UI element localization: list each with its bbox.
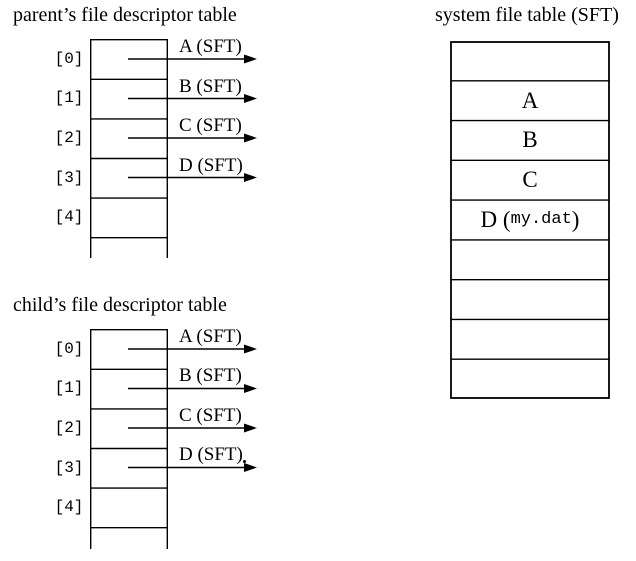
- sft-title: system file table (SFT): [435, 4, 619, 26]
- sft-row-5: [450, 240, 610, 280]
- parent-arrow-label-0: A (SFT): [179, 36, 242, 57]
- stray-mark: [243, 460, 246, 463]
- parent-arrow-2-icon: [128, 133, 257, 143]
- parent-arrow-label-1: B (SFT): [179, 76, 242, 97]
- child-slot-index-3: [3]: [54, 459, 84, 477]
- sft-row-3-label: C: [522, 167, 538, 193]
- child-slot-index-4: [4]: [54, 498, 84, 516]
- sft-row-4-label-suffix: ): [571, 206, 580, 232]
- parent-table-title: parent’s file descriptor table: [13, 4, 237, 26]
- parent-fd-table-grid: [89, 39, 169, 258]
- child-arrow-label-1: B (SFT): [179, 365, 242, 386]
- parent-arrow-label-2: C (SFT): [179, 115, 242, 136]
- child-slot-index-1: [1]: [54, 379, 84, 397]
- sft-row-0: [450, 41, 610, 81]
- child-arrow-label-2: C (SFT): [179, 405, 242, 426]
- child-arrow-3-icon: [128, 463, 257, 472]
- sft-row-1: A: [450, 81, 610, 121]
- child-fd-table-grid: [89, 329, 169, 549]
- parent-slot-index-0: [0]: [54, 50, 84, 68]
- parent-arrow-3-icon: [128, 173, 257, 182]
- sft-row-4: D (my.dat): [450, 200, 610, 240]
- child-arrow-label-0: A (SFT): [179, 326, 242, 347]
- sft-table-grid: [450, 41, 610, 399]
- sft-row-2: B: [450, 121, 610, 161]
- sft-row-7: [450, 319, 610, 359]
- parent-slot-index-3: [3]: [54, 169, 84, 187]
- child-arrow-label-3: D (SFT): [179, 444, 243, 465]
- parent-slot-index-2: [2]: [54, 129, 84, 147]
- sft-row-6: [450, 280, 610, 320]
- sft-row-2-label: B: [522, 127, 538, 153]
- sft-row-4-label: D (: [480, 206, 511, 232]
- sft-row-3: C: [450, 160, 610, 200]
- parent-slot-index-4: [4]: [54, 208, 84, 226]
- sft-row-4-filename: my.dat: [510, 209, 572, 229]
- child-slot-index-0: [0]: [54, 340, 84, 358]
- child-arrow-2-icon: [128, 423, 257, 433]
- child-slot-index-2: [2]: [54, 419, 84, 437]
- child-arrow-1-icon: [128, 384, 257, 393]
- parent-slot-index-1: [1]: [54, 89, 84, 107]
- parent-arrow-label-3: D (SFT): [179, 155, 243, 176]
- sft-row-1-label: A: [521, 87, 539, 113]
- child-arrow-0-icon: [128, 344, 257, 354]
- parent-arrow-0-icon: [128, 54, 257, 64]
- parent-arrow-1-icon: [128, 94, 257, 103]
- child-table-title: child’s file descriptor table: [13, 294, 227, 316]
- sft-row-8: [450, 359, 610, 399]
